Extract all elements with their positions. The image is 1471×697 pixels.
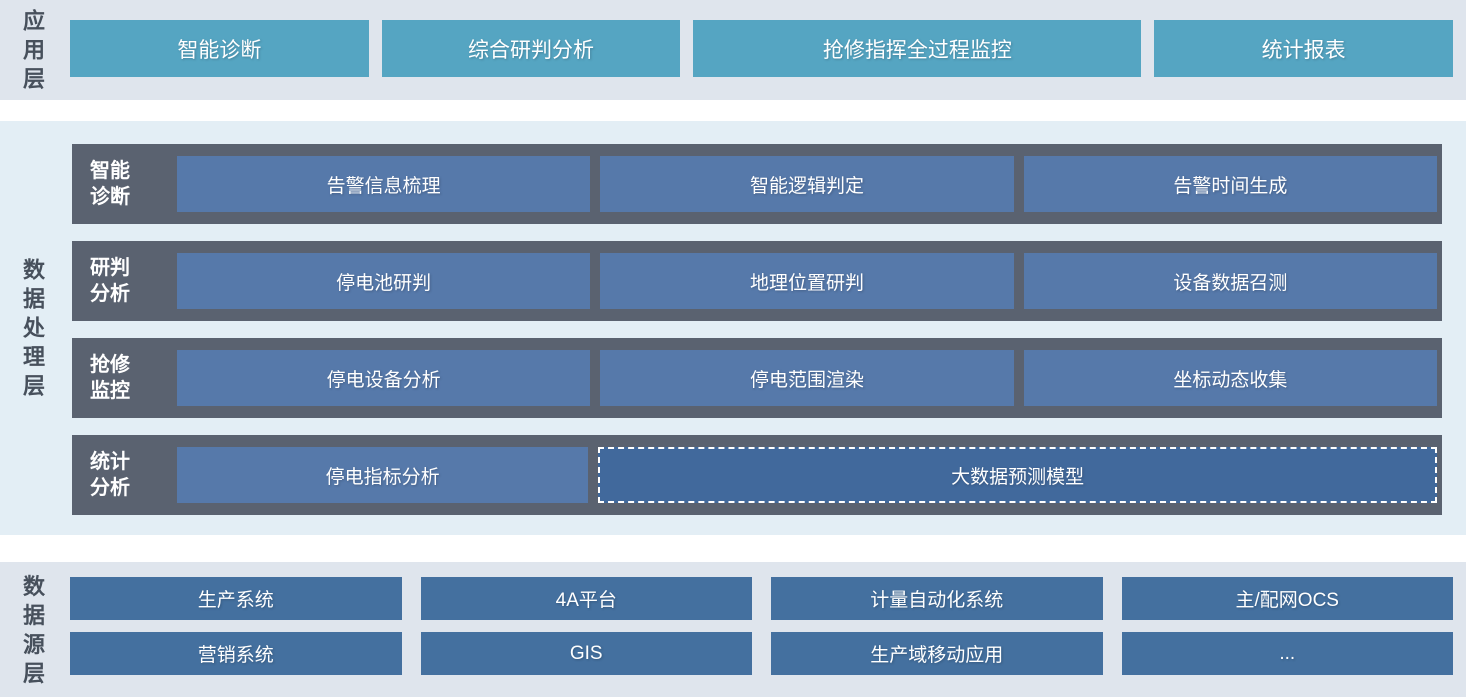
- row-label-intelligent-diagnosis: 智能诊断: [90, 160, 130, 208]
- row-analysis-judgment: 研判分析 停电池研判 地理位置研判 设备数据召测: [72, 241, 1442, 321]
- row-statistical-analysis: 统计分析 停电指标分析 大数据预测模型: [72, 435, 1442, 515]
- box-device-data-recall: 设备数据召测: [1023, 253, 1437, 309]
- source-4a-platform: 4A平台: [420, 577, 752, 620]
- processing-layer-label: 数据处理层: [22, 257, 45, 399]
- source-grid: 生产系统 4A平台 计量自动化系统 主/配网OCS 营销系统 GIS 生产域移动…: [70, 577, 1453, 675]
- source-layer-label: 数据源层: [22, 573, 45, 686]
- app-block-repair-command-monitoring: 抢修指挥全过程监控: [693, 20, 1142, 77]
- box-intelligent-logic-judgment: 智能逻辑判定: [600, 156, 1014, 212]
- row-label-repair-monitoring: 抢修监控: [90, 354, 130, 402]
- source-gis: GIS: [420, 632, 752, 675]
- processing-rows: 智能诊断 告警信息梳理 智能逻辑判定 告警时间生成 研判分析 停电池研判 地理位…: [72, 144, 1442, 515]
- box-outage-range-rendering: 停电范围渲染: [600, 350, 1014, 406]
- row-label-statistical-analysis: 统计分析: [90, 451, 130, 499]
- box-coordinate-dynamic-collection: 坐标动态收集: [1023, 350, 1437, 406]
- application-buttons-row: 智能诊断 综合研判分析 抢修指挥全过程监控 统计报表: [70, 20, 1454, 77]
- box-outage-device-analysis: 停电设备分析: [177, 350, 591, 406]
- source-main-distribution-ocs: 主/配网OCS: [1121, 577, 1453, 620]
- box-alarm-info-sorting: 告警信息梳理: [177, 156, 591, 212]
- box-big-data-prediction-model: 大数据预测模型: [598, 447, 1437, 503]
- box-alarm-time-generation: 告警时间生成: [1023, 156, 1437, 212]
- application-layer-label: 应用层: [22, 8, 45, 92]
- row-intelligent-diagnosis: 智能诊断 告警信息梳理 智能逻辑判定 告警时间生成: [72, 144, 1442, 224]
- row-repair-monitoring: 抢修监控 停电设备分析 停电范围渲染 坐标动态收集: [72, 338, 1442, 418]
- row-label-analysis-judgment: 研判分析: [90, 257, 130, 305]
- source-marketing-system: 营销系统: [70, 632, 402, 675]
- box-outage-indicator-analysis: 停电指标分析: [177, 447, 589, 503]
- source-metering-automation-system: 计量自动化系统: [771, 577, 1103, 620]
- source-production-mobile-app: 生产域移动应用: [771, 632, 1103, 675]
- box-outage-pool-analysis: 停电池研判: [177, 253, 591, 309]
- app-block-intelligent-diagnosis: 智能诊断: [70, 20, 369, 77]
- box-geographic-location-analysis: 地理位置研判: [600, 253, 1014, 309]
- source-production-system: 生产系统: [70, 577, 402, 620]
- app-block-statistical-reports: 统计报表: [1154, 20, 1454, 77]
- source-ellipsis: ...: [1121, 632, 1453, 675]
- app-block-comprehensive-analysis: 综合研判分析: [381, 20, 681, 77]
